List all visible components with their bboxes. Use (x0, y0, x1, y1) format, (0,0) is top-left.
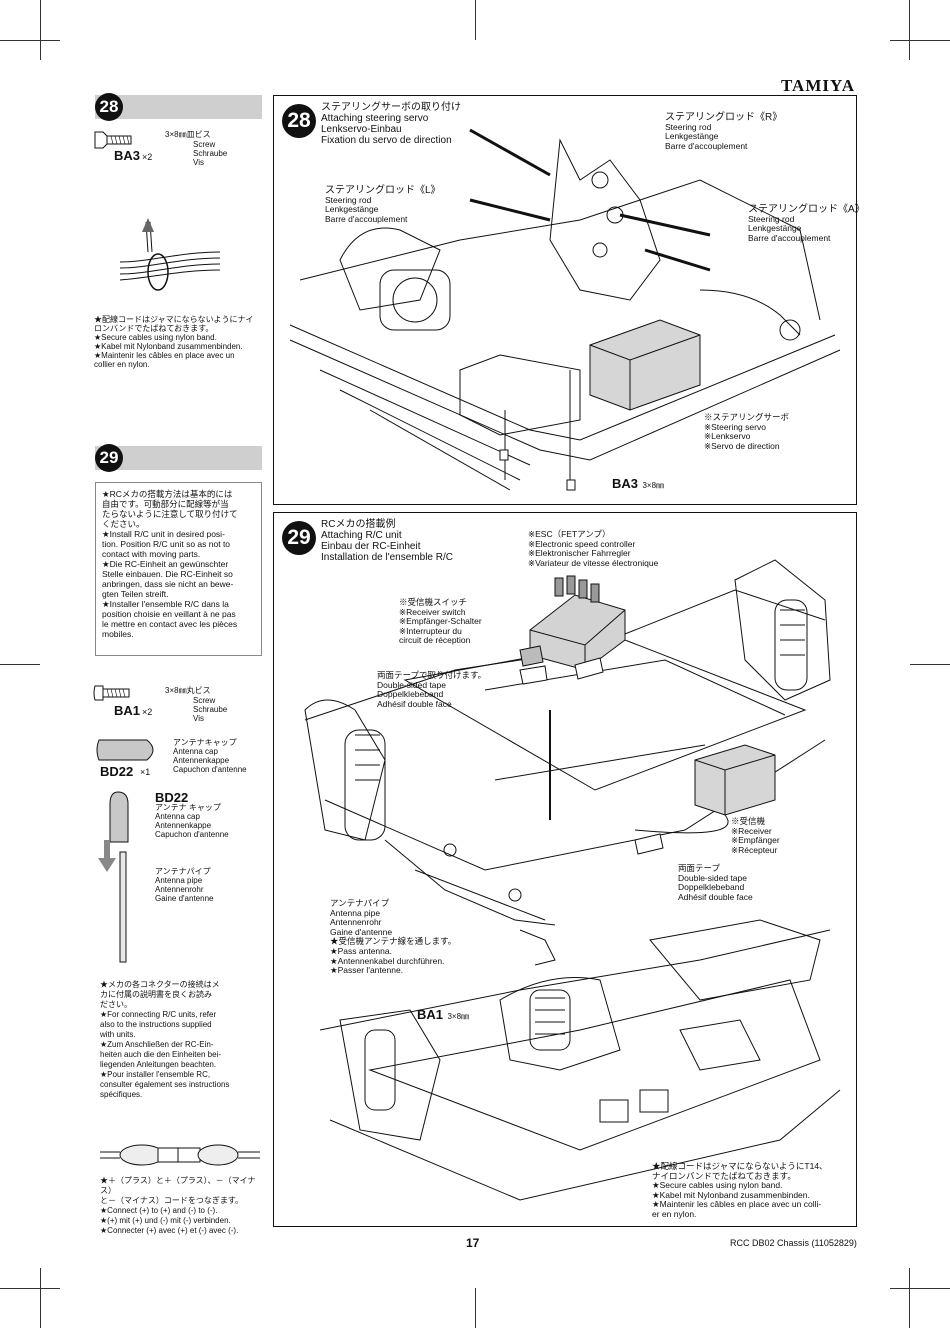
antenna-pipe-label: アンテナパイプ Antenna pipe Antennenrohr Gaine … (330, 898, 457, 976)
steering-rod-l-label: ステアリングロッド《L》 Steering rod Lenkgestänge B… (325, 185, 441, 224)
part-qty: ×2 (142, 707, 153, 717)
connector-note: ★メカの各コネクターの接続はメ カに付属の説明書を良くお読み ださい。 ★For… (100, 980, 230, 1099)
antenna-cap-labels: アンテナ キャップ Antenna cap Antennenkappe Capu… (155, 803, 229, 839)
steering-servo-label: ※ステアリングサーボ ※Steering servo ※Lenkservo ※S… (704, 412, 790, 451)
screw-callout-ba1: BA1 3×8㎜ (417, 1007, 470, 1022)
crop-mark (475, 0, 476, 40)
crop-mark (0, 1288, 60, 1289)
countersunk-screw-icon (94, 131, 132, 149)
install-note-box: ★RCメカの搭載方法は基本的には 自由です。可動部分に配線等が当 たらないように… (95, 482, 262, 656)
crop-mark (890, 1288, 950, 1289)
part-code-bd22: BD22 (100, 764, 134, 779)
part-qty: ×1 (140, 767, 151, 777)
crop-mark (910, 664, 950, 665)
crop-mark (0, 664, 40, 665)
rc-unit-lower-chassis-drawing (319, 919, 841, 1201)
crop-mark (475, 1288, 476, 1328)
double-sided-tape-label: 両面テープで取り付けます。 Double-sided tape Doppelkl… (377, 670, 487, 709)
screw-callout-ba3: BA3 3×8㎜ (612, 476, 665, 491)
steering-rod-r-label: ステアリングロッド《R》 Steering rod Lenkgestänge B… (665, 112, 783, 151)
part-qty: ×2 (142, 152, 153, 162)
antenna-cap-labels: アンテナキャップ Antenna cap Antennenkappe Capuc… (173, 738, 247, 774)
nylon-band-note: ★配線コードはジャマにならないようにナイ ロンバンドでたばねておきます。 ★Se… (94, 315, 254, 369)
antenna-assembly-illustration (98, 791, 129, 963)
part-code-bd22: BD22 (155, 790, 189, 805)
nylon-band-illustration (119, 218, 221, 291)
screw-label-jp: 3×8㎜皿ビス (165, 130, 211, 139)
part-code-ba1: BA1 (114, 703, 141, 718)
cable-tie-note: ★配線コードはジャマにならないようにT14、 ナイロンバンドでたばねておきます。… (652, 1161, 828, 1219)
screw-names: Screw Schraube Vis (193, 696, 228, 723)
screw-names: Screw Schraube Vis (193, 140, 228, 167)
crop-mark (40, 1268, 41, 1328)
antenna-pipe-labels: アンテナパイプ Antenna pipe Antennenrohr Gaine … (155, 867, 214, 903)
crop-mark (40, 0, 41, 60)
footer-code: RCC DB02 Chassis (11052829) (730, 1238, 857, 1248)
crop-mark (909, 1268, 910, 1328)
step28-title: ステアリングサーボの取り付け Attaching steering servo … (321, 102, 461, 146)
steering-rod-a-label: ステアリングロッド《A》 Steering rod Lenkgestänge B… (748, 204, 865, 243)
esc-label: ※ESC（FETアンプ） ※Electronic speed controlle… (528, 529, 659, 568)
screw-label-jp: 3×8㎜丸ビス (165, 686, 211, 695)
crop-mark (909, 0, 910, 60)
brand-logo: TAMIYA (780, 76, 855, 95)
polarity-note: ★＋（プラス）と＋（プラス）、－（マイナス） と－（マイナス）コードをつなぎます… (100, 1176, 256, 1235)
step29-title: RCメカの搭載例 Attaching R/C unit Einbau der R… (321, 519, 453, 563)
step28-badge: 28 (95, 93, 123, 121)
connector-illustration (100, 1144, 260, 1166)
step28-panel-badge: 28 (282, 104, 316, 138)
receiver-label: ※受信機 ※Receiver ※Empfänger ※Récepteur (731, 816, 780, 855)
crop-mark (890, 40, 950, 41)
step29-badge: 29 (95, 444, 123, 472)
rc-unit-chassis-drawing (304, 559, 831, 966)
double-sided-tape-label: 両面テープ Double-sided tape Doppelklebeband … (678, 863, 753, 902)
receiver-switch-label: ※受信機スイッチ ※Receiver switch ※Empfänger-Sch… (399, 597, 482, 646)
crop-mark (0, 40, 60, 41)
antenna-cap-icon (96, 739, 154, 761)
step29-panel-badge: 29 (282, 521, 316, 555)
steering-servo-chassis-drawing (289, 128, 841, 491)
part-code-ba3: BA3 (114, 148, 141, 163)
page-number: 17 (466, 1236, 480, 1250)
round-screw-icon (93, 685, 130, 701)
